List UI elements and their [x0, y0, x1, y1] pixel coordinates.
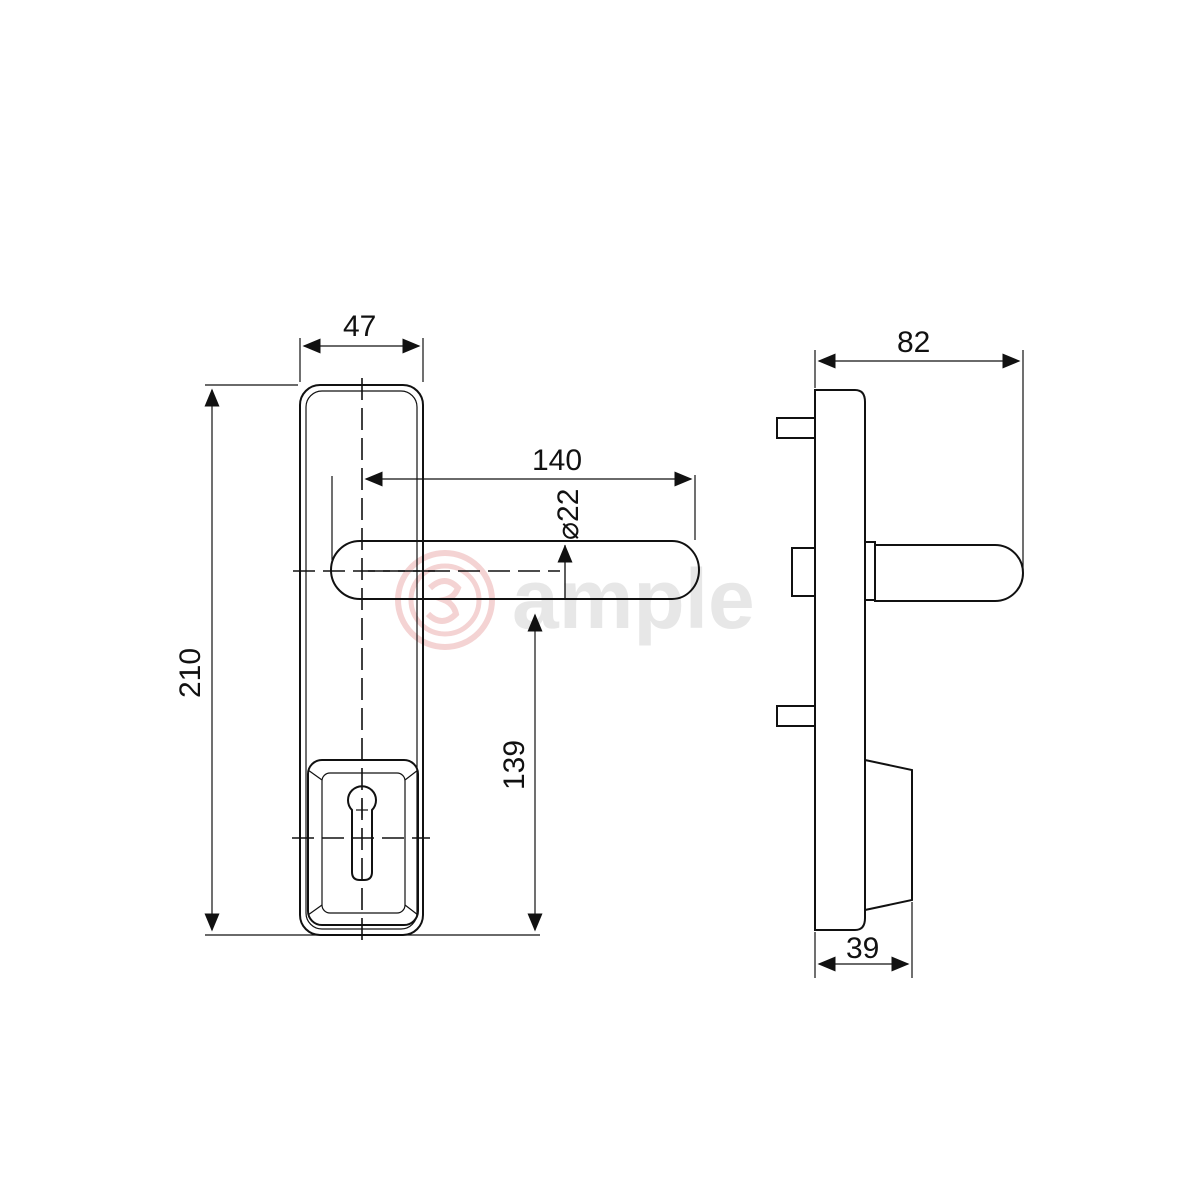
dim-plate-width: 47	[343, 310, 376, 343]
side-view	[776, 389, 1024, 931]
side-plate	[814, 389, 866, 931]
dim-cylinder-depth: 39	[846, 932, 879, 965]
middle-pin	[791, 547, 816, 597]
dim-lever-diameter: ⌀22	[552, 489, 585, 540]
keyhole-icon	[347, 785, 377, 881]
dim-overall-height: 210	[174, 648, 207, 698]
front-dimensions: 47 210 140 ⌀22 139	[174, 310, 696, 936]
dim-projection: 82	[897, 326, 930, 359]
lever-handle	[330, 540, 700, 600]
dim-spindle-to-base: 139	[498, 740, 531, 790]
bottom-pin	[776, 705, 816, 727]
lever-neck	[864, 541, 876, 601]
dim-lever-length: 140	[532, 444, 582, 477]
front-view	[292, 378, 700, 942]
cylinder-guard	[864, 758, 913, 912]
top-pin	[776, 417, 816, 439]
cylinder-escutcheon	[292, 759, 430, 926]
side-dimensions: 82 39	[814, 326, 1024, 978]
lever-side	[874, 544, 1024, 602]
